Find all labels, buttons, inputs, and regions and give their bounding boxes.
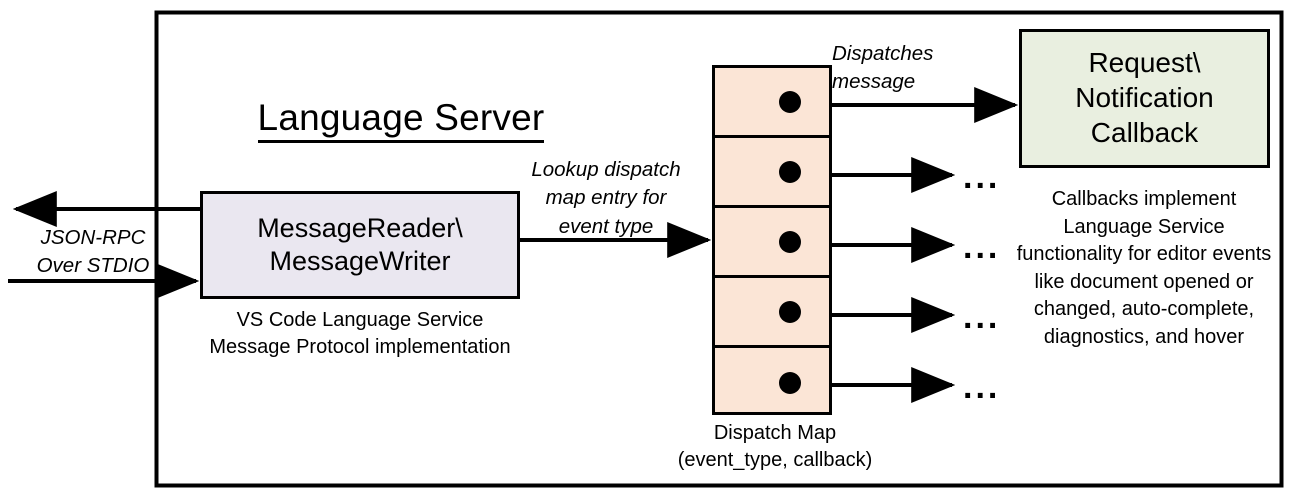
table-row[interactable] — [715, 278, 829, 348]
ellipsis-row-2: ... — [963, 158, 1001, 196]
label-json-rpc-over-stdio: JSON-RPC Over STDIO — [36, 226, 150, 278]
dispatch-entry-dot-icon — [779, 90, 801, 113]
table-row[interactable] — [715, 138, 829, 208]
table-row[interactable] — [715, 208, 829, 278]
request-notification-callback-label: Request\ Notification Callback — [1075, 47, 1214, 148]
message-reader-writer-caption: VS Code Language Service Message Protoco… — [209, 309, 511, 358]
table-row[interactable] — [715, 348, 829, 418]
callback-description-caption: Callbacks implement Language Service fun… — [1016, 188, 1272, 348]
ellipsis-row-3: ... — [963, 228, 1001, 266]
language-server-container — [154, 10, 1284, 488]
label-lookup-dispatch-map: Lookup dispatch map entry for event type — [531, 158, 681, 238]
page-title-text: Language Server — [257, 96, 545, 144]
message-reader-writer-label: MessageReader\ MessageWriter — [257, 213, 463, 276]
dispatch-entry-dot-icon — [779, 230, 801, 253]
table-row[interactable] — [715, 68, 829, 138]
dispatch-map-table[interactable] — [712, 65, 832, 415]
dispatch-entry-dot-icon — [779, 300, 801, 323]
dispatch-entry-dot-icon — [779, 160, 801, 183]
ellipsis-row-5: ... — [963, 368, 1001, 406]
dispatch-map-caption: Dispatch Map (event_type, callback) — [677, 422, 873, 471]
message-reader-writer-box[interactable]: MessageReader\ MessageWriter — [200, 191, 520, 299]
dispatch-entry-dot-icon — [779, 372, 801, 394]
page-title: Language Server — [236, 52, 566, 144]
request-notification-callback-box[interactable]: Request\ Notification Callback — [1019, 29, 1270, 168]
ellipsis-row-4: ... — [963, 298, 1001, 336]
label-dispatches-message: Dispatches message — [832, 42, 934, 94]
